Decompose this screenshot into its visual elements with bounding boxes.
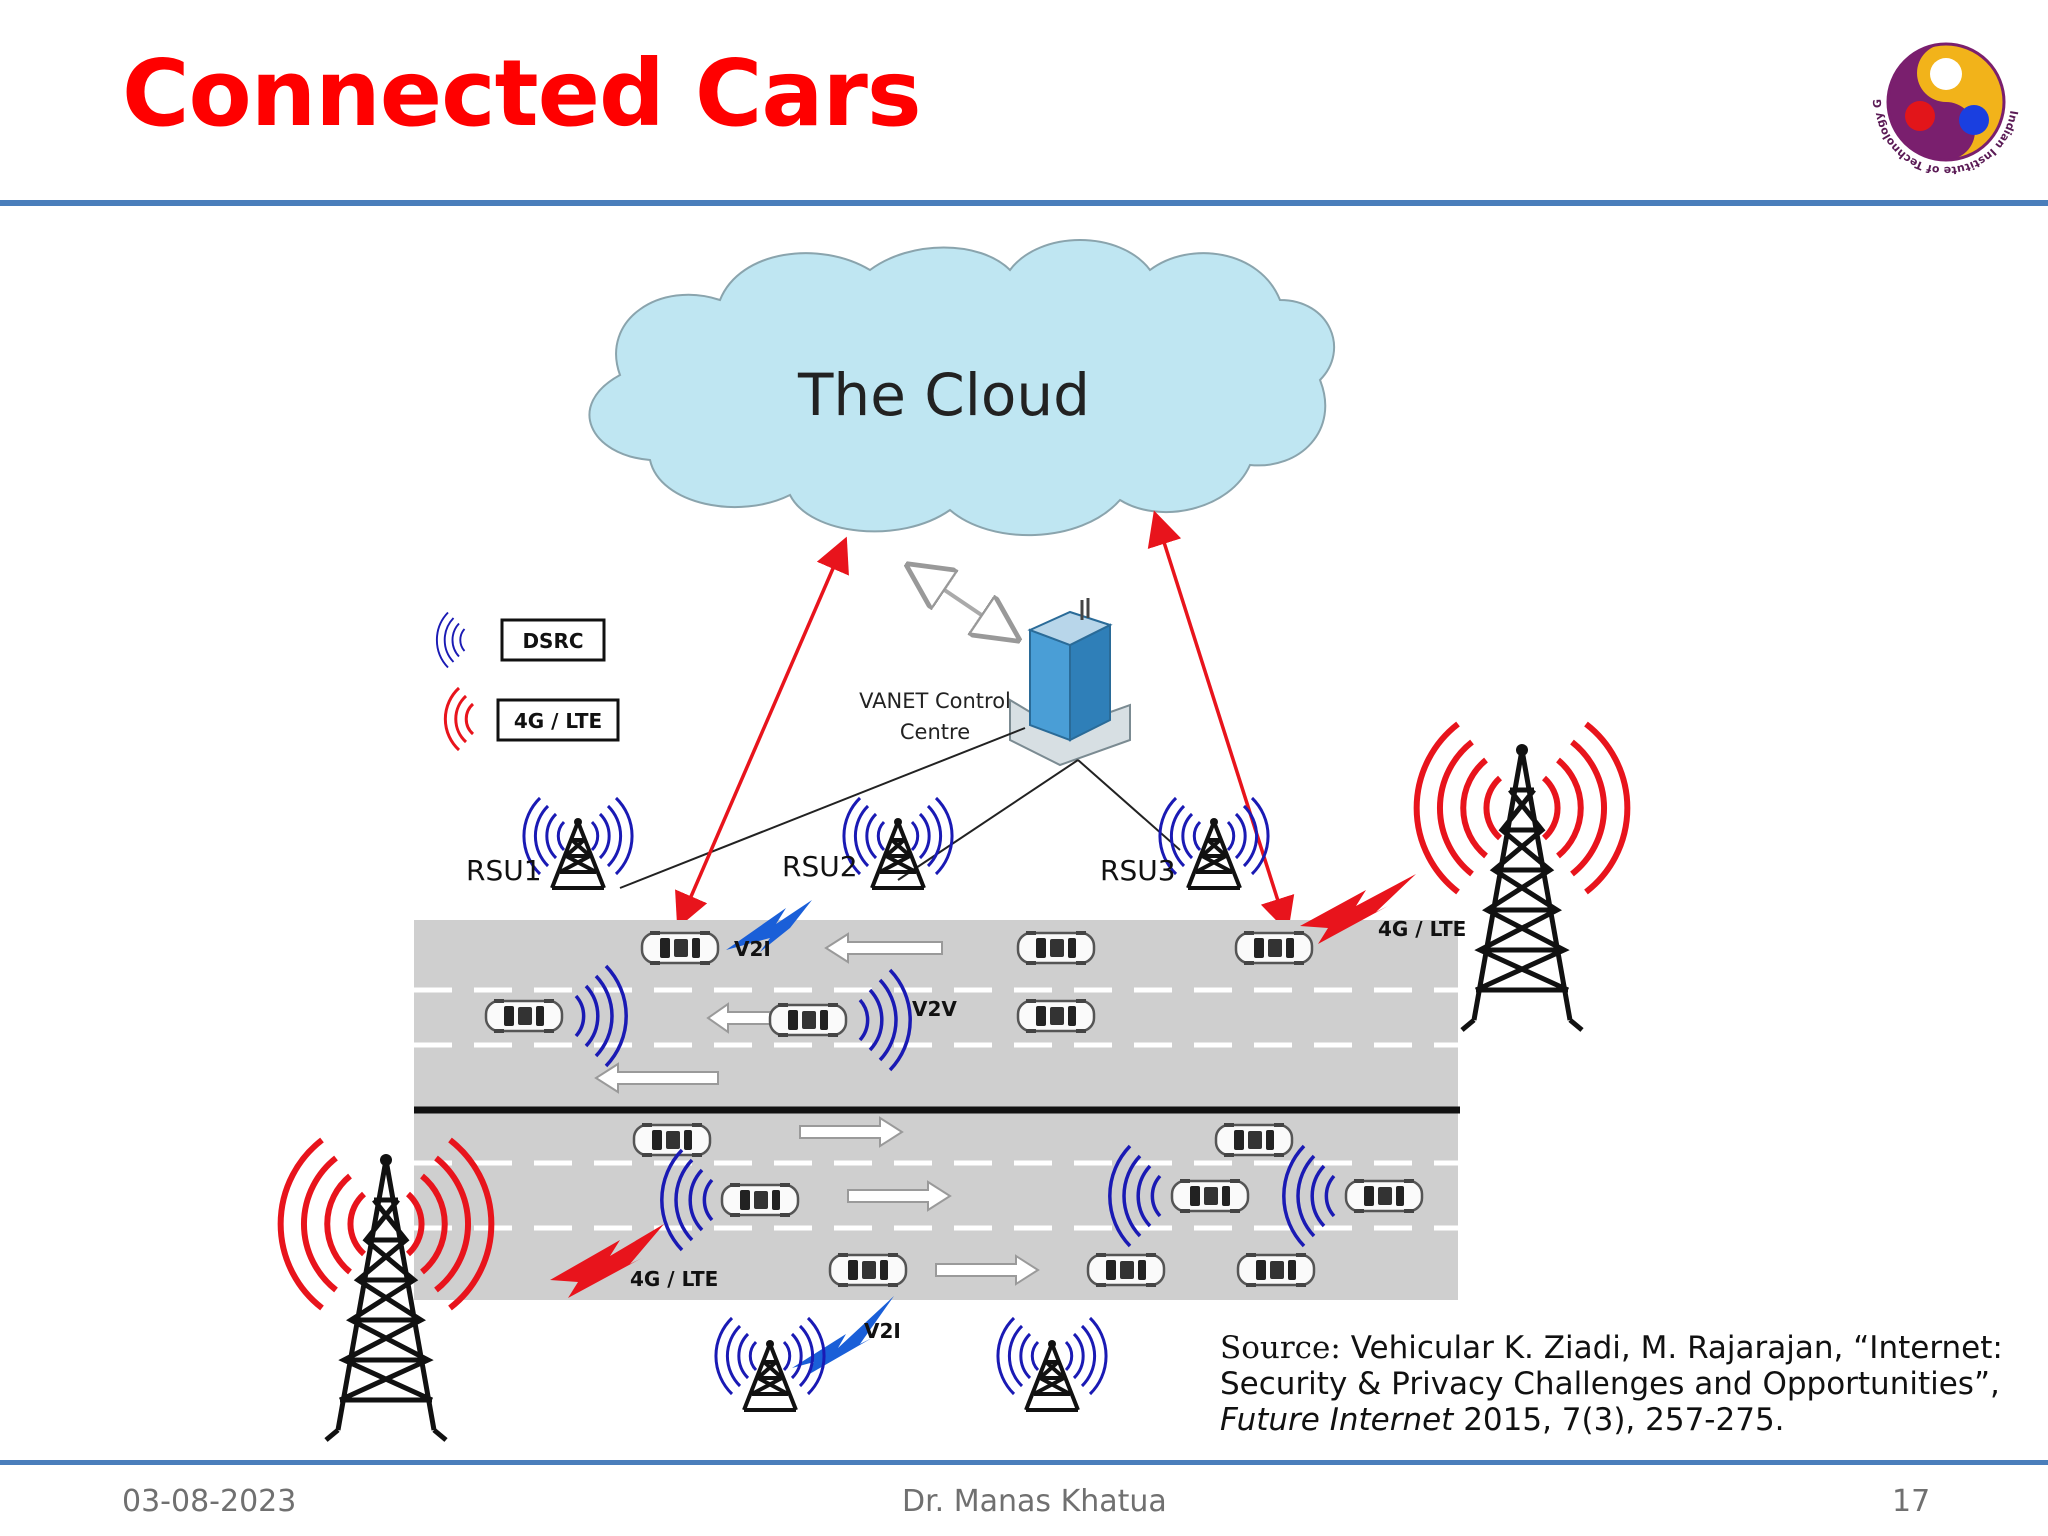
lte-bolt-bottom [550,1224,664,1298]
v2i-label-bottom: V2I [864,1319,901,1343]
source-label: Source: [1220,1330,1341,1366]
cloud-shape [588,239,1336,537]
source-text-2: 2015, 7(3), 257-275. [1453,1402,1785,1438]
lte-bolt-top [1300,874,1416,944]
legend-lte: 4G / LTE [514,709,602,733]
v2i-bolt-top [726,900,812,952]
cloud-control-link [912,568,1014,637]
cloud-car-link-left [675,536,849,929]
lte-label-top: 4G / LTE [1378,917,1466,941]
rsu3-label: RSU3 [1100,854,1176,887]
lane-arrows [594,932,1040,1286]
footer-author: Dr. Manas Khatua [902,1484,1167,1519]
footer-rule [0,1460,2048,1465]
source-citation: Source: Vehicular K. Ziadi, M. Rajarajan… [1220,1330,2010,1438]
control-centre-label-line2: Centre [900,720,970,744]
highway [414,920,1460,1300]
legend: DSRC 4G / LTE [435,611,620,752]
iit-guwahati-logo: Indian Institute of Technology Guwahati [1856,12,2032,188]
v2i-bolt-bottom [792,1296,894,1376]
lte-tower-right [1462,744,1582,1030]
title-rule [0,200,2048,206]
source-journal: Future Internet [1220,1402,1454,1438]
v2i-label-top: V2I [734,937,771,961]
control-centre-label-line1: VANET Control [859,689,1011,713]
footer-date: 03-08-2023 [122,1484,297,1519]
lte-label-bottom: 4G / LTE [630,1267,718,1291]
vanet-control-centre-building [1009,598,1131,767]
rsu1-label: RSU1 [466,854,542,887]
v2v-label: V2V [912,997,957,1021]
legend-dsrc: DSRC [522,629,583,653]
slide-title: Connected Cars [122,40,922,147]
rsu2-label: RSU2 [782,850,858,883]
cloud-label: The Cloud [797,361,1090,429]
page-number: 17 [1892,1484,1931,1519]
source-text-1: Vehicular K. Ziadi, M. Rajarajan, “Inter… [1220,1330,2003,1402]
